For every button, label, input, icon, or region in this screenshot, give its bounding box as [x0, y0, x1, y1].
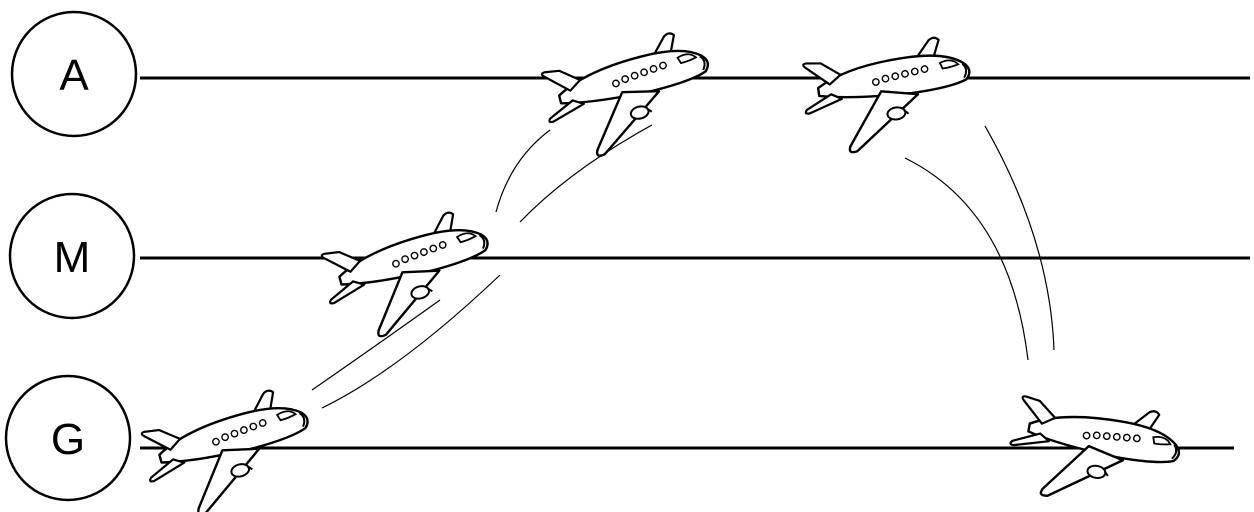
climb-trail-m-a	[496, 125, 652, 222]
airplane-icon-a-second	[798, 33, 978, 158]
level-badge-m: M	[10, 194, 134, 318]
airplane-icon-g-end	[1003, 388, 1186, 512]
descent-trail-a-g	[905, 126, 1054, 360]
airplane-icon-a-first	[536, 26, 723, 166]
level-label-g: G	[51, 415, 85, 464]
level-label-m: M	[54, 233, 91, 282]
airplane-icon-m-climb	[316, 205, 504, 347]
level-badge-a: A	[12, 12, 136, 136]
level-badge-g: G	[6, 376, 130, 500]
level-label-a: A	[59, 51, 89, 100]
